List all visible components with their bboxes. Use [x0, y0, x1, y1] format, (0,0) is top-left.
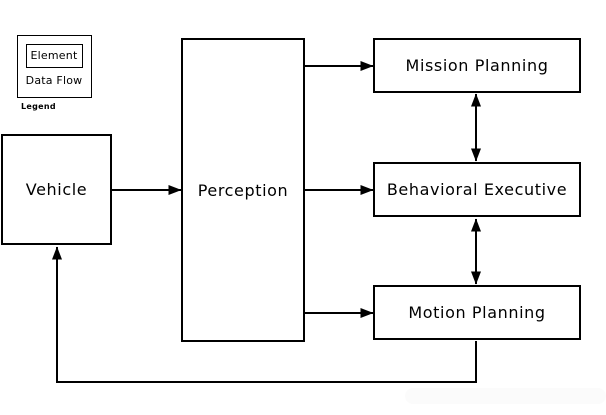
legend-caption: Legend: [21, 102, 56, 111]
legend-element-label: Element: [30, 49, 78, 62]
node-vehicle[interactable]: Vehicle: [1, 134, 112, 245]
node-motion-planning-label: Motion Planning: [408, 303, 546, 322]
node-motion-planning[interactable]: Motion Planning: [373, 285, 581, 340]
node-behavioral-executive[interactable]: Behavioral Executive: [373, 162, 581, 217]
node-mission-planning[interactable]: Mission Planning: [373, 38, 581, 93]
legend-element-box: Element: [25, 43, 83, 68]
node-vehicle-label: Vehicle: [25, 180, 88, 199]
corner-artifact: [405, 388, 606, 404]
node-perception[interactable]: Perception: [181, 38, 305, 342]
node-perception-label: Perception: [197, 180, 289, 200]
node-behavioral-executive-label: Behavioral Executive: [386, 180, 568, 199]
node-mission-planning-label: Mission Planning: [405, 56, 549, 75]
legend-box: Element Data Flow: [17, 35, 92, 98]
legend-data-flow-label: Data Flow: [25, 74, 83, 87]
